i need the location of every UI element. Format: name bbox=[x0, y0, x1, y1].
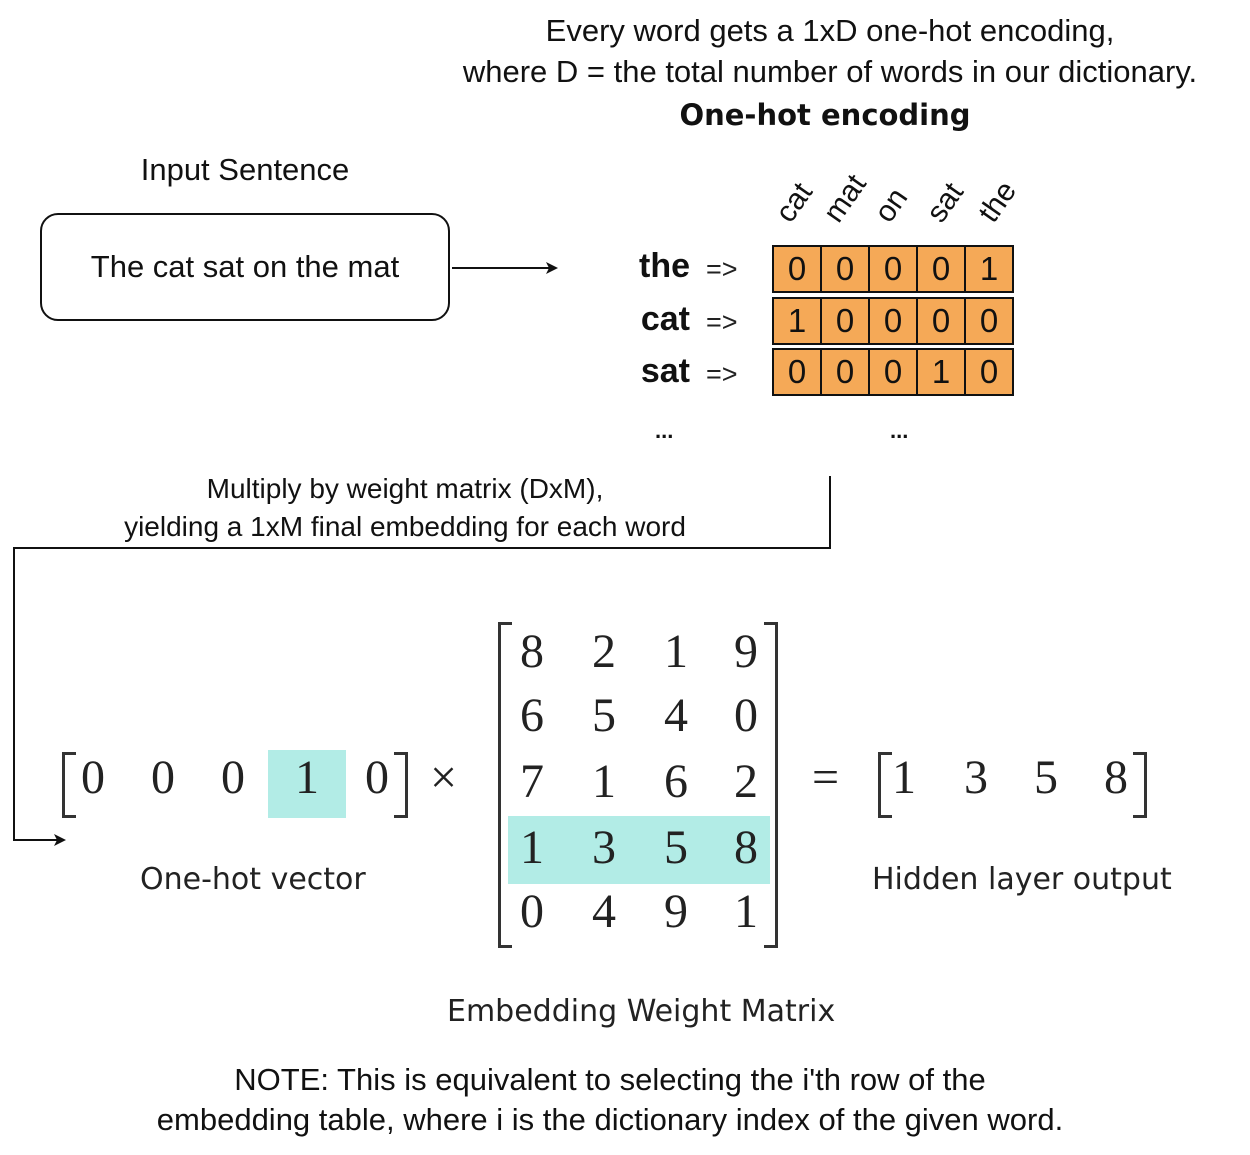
row-word-the: the bbox=[639, 247, 690, 285]
matrix-cell: 9 bbox=[734, 625, 758, 678]
note-line1: NOTE: This is equivalent to selecting th… bbox=[234, 1062, 986, 1097]
row-arrow-cat: => bbox=[706, 307, 738, 337]
matrix-cell: 1 bbox=[664, 625, 688, 678]
encoding-cell: 0 bbox=[772, 245, 822, 293]
vector-value: 0 bbox=[151, 751, 175, 804]
output-right-bracket bbox=[1133, 752, 1147, 818]
output-label: Hidden layer output bbox=[872, 862, 1172, 897]
encoding-row-the: 0 0 0 0 1 bbox=[772, 245, 1014, 293]
matrix-cell: 2 bbox=[734, 755, 758, 808]
matrix-label: Embedding Weight Matrix bbox=[447, 994, 836, 1029]
output-value: 1 bbox=[892, 751, 916, 804]
row-arrow-the: => bbox=[706, 254, 738, 284]
encoding-cell: 0 bbox=[820, 297, 870, 345]
matrix-cell: 7 bbox=[520, 755, 544, 808]
matrix-cell: 0 bbox=[520, 885, 544, 938]
matrix-cell: 4 bbox=[592, 885, 616, 938]
encoding-cell: 0 bbox=[916, 245, 966, 293]
encoding-cell: 1 bbox=[772, 297, 822, 345]
encoding-cell: 0 bbox=[820, 245, 870, 293]
equals-symbol: = bbox=[812, 751, 840, 804]
top-caption-line2: where D = the total number of words in o… bbox=[462, 54, 1198, 89]
matrix-cell: 9 bbox=[664, 885, 688, 938]
note-line2: embedding table, where i is the dictiona… bbox=[156, 1102, 1064, 1137]
matrix-cell: 5 bbox=[592, 689, 616, 742]
encoding-ellipsis: ... bbox=[890, 418, 909, 443]
matrix-cell: 5 bbox=[664, 821, 688, 874]
encoding-cell: 0 bbox=[772, 348, 822, 396]
words-ellipsis: ... bbox=[655, 418, 674, 443]
output-value: 3 bbox=[964, 751, 988, 804]
encoding-cell: 0 bbox=[868, 348, 918, 396]
matrix-cell: 8 bbox=[520, 625, 544, 678]
vector-highlight bbox=[268, 750, 346, 818]
onehot-title: One-hot encoding bbox=[679, 98, 971, 132]
matrix-cell: 1 bbox=[520, 821, 544, 874]
encoding-row-cat: 1 0 0 0 0 bbox=[772, 297, 1014, 345]
matrix-cell: 4 bbox=[664, 689, 688, 742]
sentence-text: The cat sat on the mat bbox=[90, 249, 400, 284]
matrix-left-bracket bbox=[498, 622, 512, 948]
multiply-caption: Multiply by weight matrix (DxM), yieldin… bbox=[60, 470, 750, 546]
matrix-cell: 0 bbox=[734, 689, 758, 742]
top-caption: Every word gets a 1xD one-hot encoding, … bbox=[430, 10, 1230, 92]
top-caption-line1: Every word gets a 1xD one-hot encoding, bbox=[545, 13, 1115, 48]
vector-value: 0 bbox=[221, 751, 245, 804]
encoding-cell: 1 bbox=[964, 245, 1014, 293]
vector-left-bracket bbox=[62, 752, 76, 818]
matrix-cell: 3 bbox=[592, 821, 616, 874]
matrix-cell: 2 bbox=[592, 625, 616, 678]
encoding-cell: 0 bbox=[964, 297, 1014, 345]
row-word-sat: sat bbox=[640, 352, 690, 390]
row-arrow-sat: => bbox=[706, 359, 738, 389]
multiply-caption-line2: yielding a 1xM final embedding for each … bbox=[124, 511, 686, 542]
output-value: 5 bbox=[1034, 751, 1058, 804]
encoding-cell: 0 bbox=[916, 297, 966, 345]
output-left-bracket bbox=[878, 752, 892, 818]
input-title: Input Sentence bbox=[140, 152, 350, 187]
matrix-right-bracket bbox=[764, 622, 778, 948]
vector-value: 1 bbox=[295, 751, 319, 804]
matrix-cell: 6 bbox=[664, 755, 688, 808]
matrix-cell: 1 bbox=[592, 755, 616, 808]
output-value: 8 bbox=[1104, 751, 1128, 804]
encoding-cell: 0 bbox=[820, 348, 870, 396]
vector-label: One-hot vector bbox=[140, 862, 366, 897]
matrix-cell: 6 bbox=[520, 689, 544, 742]
row-word-cat: cat bbox=[640, 300, 690, 338]
encoding-cell: 0 bbox=[868, 245, 918, 293]
matrix-cell: 1 bbox=[734, 885, 758, 938]
encoding-cell: 1 bbox=[916, 348, 966, 396]
multiply-caption-line1: Multiply by weight matrix (DxM), bbox=[206, 473, 604, 504]
encoding-cell: 0 bbox=[868, 297, 918, 345]
encoding-cell: 0 bbox=[964, 348, 1014, 396]
vector-right-bracket bbox=[394, 752, 408, 818]
sentence-box: The cat sat on the mat bbox=[40, 213, 450, 321]
encoding-to-equation-arrow bbox=[13, 476, 831, 846]
encoding-row-sat: 0 0 0 1 0 bbox=[772, 348, 1014, 396]
vector-value: 0 bbox=[81, 751, 105, 804]
vector-value: 0 bbox=[365, 751, 389, 804]
times-symbol: × bbox=[430, 751, 458, 804]
matrix-cell: 8 bbox=[734, 821, 758, 874]
matrix-row-highlight bbox=[508, 816, 770, 884]
note: NOTE: This is equivalent to selecting th… bbox=[100, 1060, 1120, 1140]
